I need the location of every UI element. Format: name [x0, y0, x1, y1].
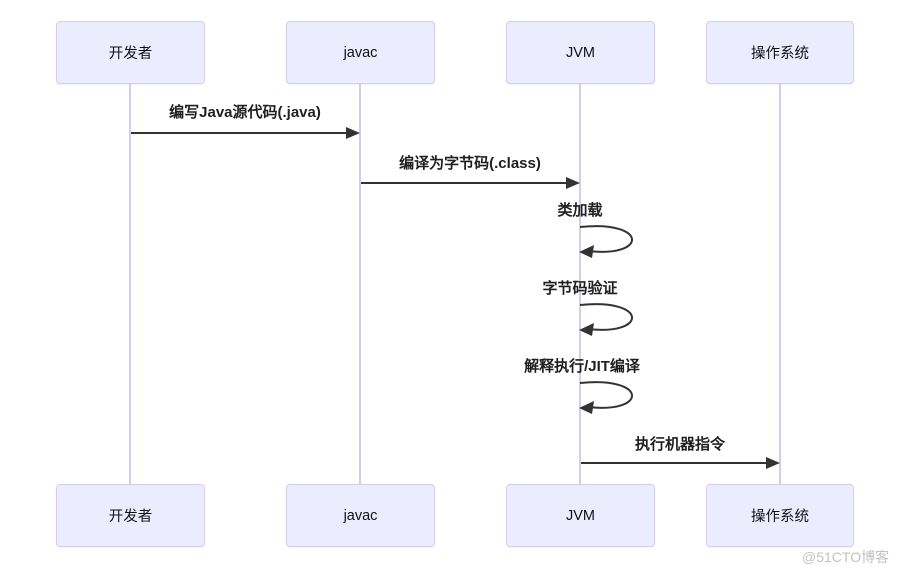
- actor-box-os-top: 操作系统: [706, 21, 854, 84]
- actor-label: 操作系统: [751, 509, 809, 525]
- self-loop-class-loading: [579, 225, 633, 258]
- message-label-bytecode-verify: 字节码验证: [542, 280, 618, 297]
- actor-box-javac-top: javac: [286, 21, 435, 84]
- message-label-class-loading: 类加载: [557, 202, 603, 219]
- self-loop-bytecode-verify: [579, 303, 633, 336]
- actor-label: 开发者: [108, 509, 153, 525]
- actor-box-jvm-top: JVM: [506, 21, 655, 84]
- message-arrow-execute-machine-instructions: [581, 457, 780, 469]
- actor-label: JVM: [566, 44, 595, 61]
- lifeline-os: [779, 84, 781, 484]
- actor-label: 开发者: [108, 46, 153, 62]
- message-arrow-write-java-source: [131, 127, 360, 139]
- message-label-write-java-source: 编写Java源代码(.java): [169, 104, 321, 121]
- message-arrow-compile-bytecode: [361, 177, 580, 189]
- actor-box-developer-bottom: 开发者: [56, 484, 205, 547]
- lifeline-developer: [129, 84, 131, 484]
- actor-label: javac: [343, 44, 378, 61]
- message-label-compile-bytecode: 编译为字节码(.class): [399, 155, 541, 172]
- watermark-51cto: @51CTO博客: [802, 549, 890, 565]
- message-label-interpret-jit: 解释执行/JIT编译: [524, 358, 640, 375]
- self-loop-interpret-jit: [579, 381, 633, 414]
- actor-box-jvm-bottom: JVM: [506, 484, 655, 547]
- actor-box-javac-bottom: javac: [286, 484, 435, 547]
- actor-box-os-bottom: 操作系统: [706, 484, 854, 547]
- actor-label: 操作系统: [751, 46, 809, 62]
- message-label-execute-machine-instructions: 执行机器指令: [634, 436, 726, 453]
- lifeline-jvm: [579, 84, 581, 484]
- actor-box-developer-top: 开发者: [56, 21, 205, 84]
- actor-label: javac: [343, 507, 378, 524]
- actor-label: JVM: [566, 507, 595, 524]
- lifeline-javac: [359, 84, 361, 484]
